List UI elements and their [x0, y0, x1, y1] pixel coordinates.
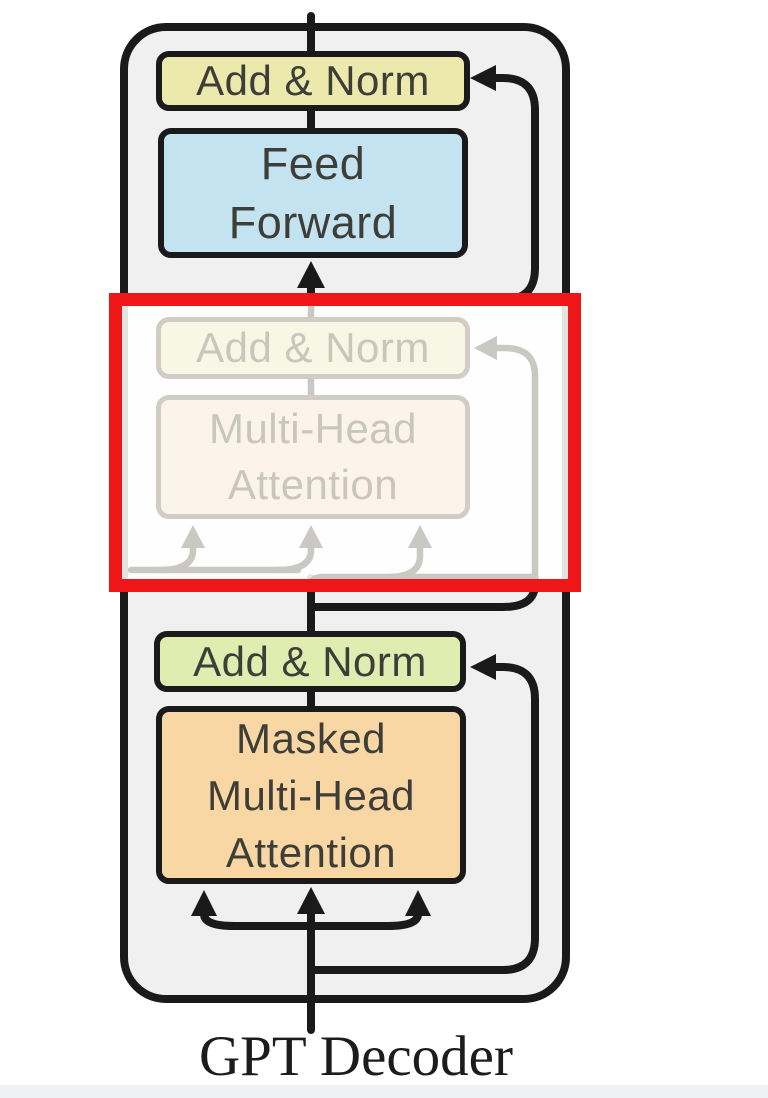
arrowhead-left-icon [470, 65, 496, 91]
feed-forward-label-line1: Feed [260, 138, 366, 189]
feed-forward-label-line2: Forward [228, 197, 398, 248]
arrowhead-up-icon [297, 887, 325, 914]
footer-strip [0, 1085, 768, 1098]
highlight-rectangle [109, 293, 581, 592]
add-norm-bottom-box: Add & Norm [154, 631, 466, 692]
arrowhead-up-icon [297, 261, 325, 288]
mha-faded-label-line2: Attention [227, 461, 399, 508]
masked-multi-head-attention-box: Masked Multi-Head Attention [156, 706, 466, 884]
arrowhead-left-icon [474, 336, 497, 360]
arrowhead-up-icon [405, 890, 431, 916]
add-norm-faded-label: Add & Norm [196, 324, 430, 371]
multi-head-attention-faded-box: Multi-Head Attention [156, 395, 470, 519]
masked-mha-label-line3: Attention [225, 828, 397, 876]
decoder-input-arrows [191, 887, 431, 1034]
arrowhead-up-icon [181, 525, 205, 548]
masked-mha-label-line1: Masked [235, 714, 387, 762]
arrowhead-up-icon [408, 525, 432, 548]
arrowhead-up-icon [299, 525, 323, 548]
feed-forward-box: Feed Forward [158, 128, 468, 258]
arrowhead-up-icon [191, 890, 217, 916]
faded-residual-loop [474, 336, 539, 582]
mha-faded-label-line1: Multi-Head [208, 405, 418, 452]
arrowhead-left-icon [470, 654, 496, 680]
add-norm-top-label: Add & Norm [196, 57, 430, 104]
masked-mha-label-line2: Multi-Head [206, 771, 416, 819]
add-norm-faded-box: Add & Norm [156, 317, 470, 379]
add-norm-bottom-label: Add & Norm [193, 637, 427, 685]
masked-mha-residual-loop [307, 654, 539, 974]
diagram-caption: GPT Decoder [199, 1025, 513, 1088]
add-norm-top-box: Add & Norm [156, 51, 470, 111]
